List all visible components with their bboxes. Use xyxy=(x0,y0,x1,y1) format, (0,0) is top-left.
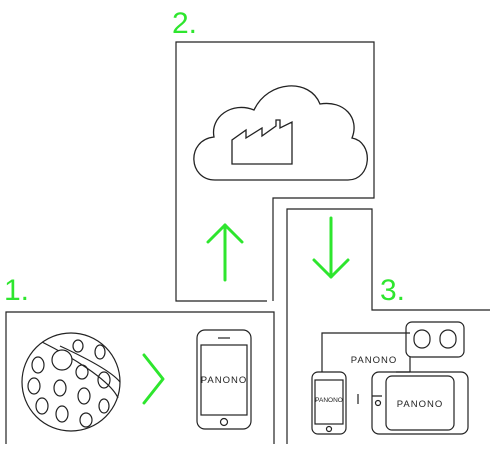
arrow-up-icon xyxy=(206,223,244,282)
tablet-brand: PANONO xyxy=(397,399,443,410)
camera-ball-icon xyxy=(21,332,121,432)
cloud-factory-icon xyxy=(193,85,368,181)
smartphone-brand: PANONO xyxy=(201,375,247,386)
panel-2-outline xyxy=(175,41,375,302)
factory-shape xyxy=(231,119,293,165)
arrow-down-icon xyxy=(312,216,350,279)
step-1-label: 1. xyxy=(4,274,30,307)
smartphone-body xyxy=(196,329,252,430)
camera-lenses xyxy=(27,339,111,428)
vr-headset-brand: PANONO xyxy=(351,355,397,366)
chevron-right-icon xyxy=(142,353,165,405)
step-3-label: 3. xyxy=(380,274,406,307)
vr-headset-icon xyxy=(405,321,465,372)
device-connectors xyxy=(321,332,410,404)
panel-outlines xyxy=(5,41,490,444)
step-2-label: 2. xyxy=(172,7,198,40)
tablet-icon xyxy=(371,371,469,435)
smartphone-icon: PANONO xyxy=(196,329,252,430)
panel-1-outline xyxy=(5,311,275,444)
small-phone-icon xyxy=(311,371,347,435)
small-phone-brand: PANONO xyxy=(315,397,343,404)
devices-cluster: PANONO PANONO PANONO xyxy=(311,321,469,435)
smartphone-screen xyxy=(200,344,248,416)
panel-3-outline xyxy=(286,208,490,444)
camera-ball-button xyxy=(51,349,73,371)
cloud-shape xyxy=(193,85,368,181)
